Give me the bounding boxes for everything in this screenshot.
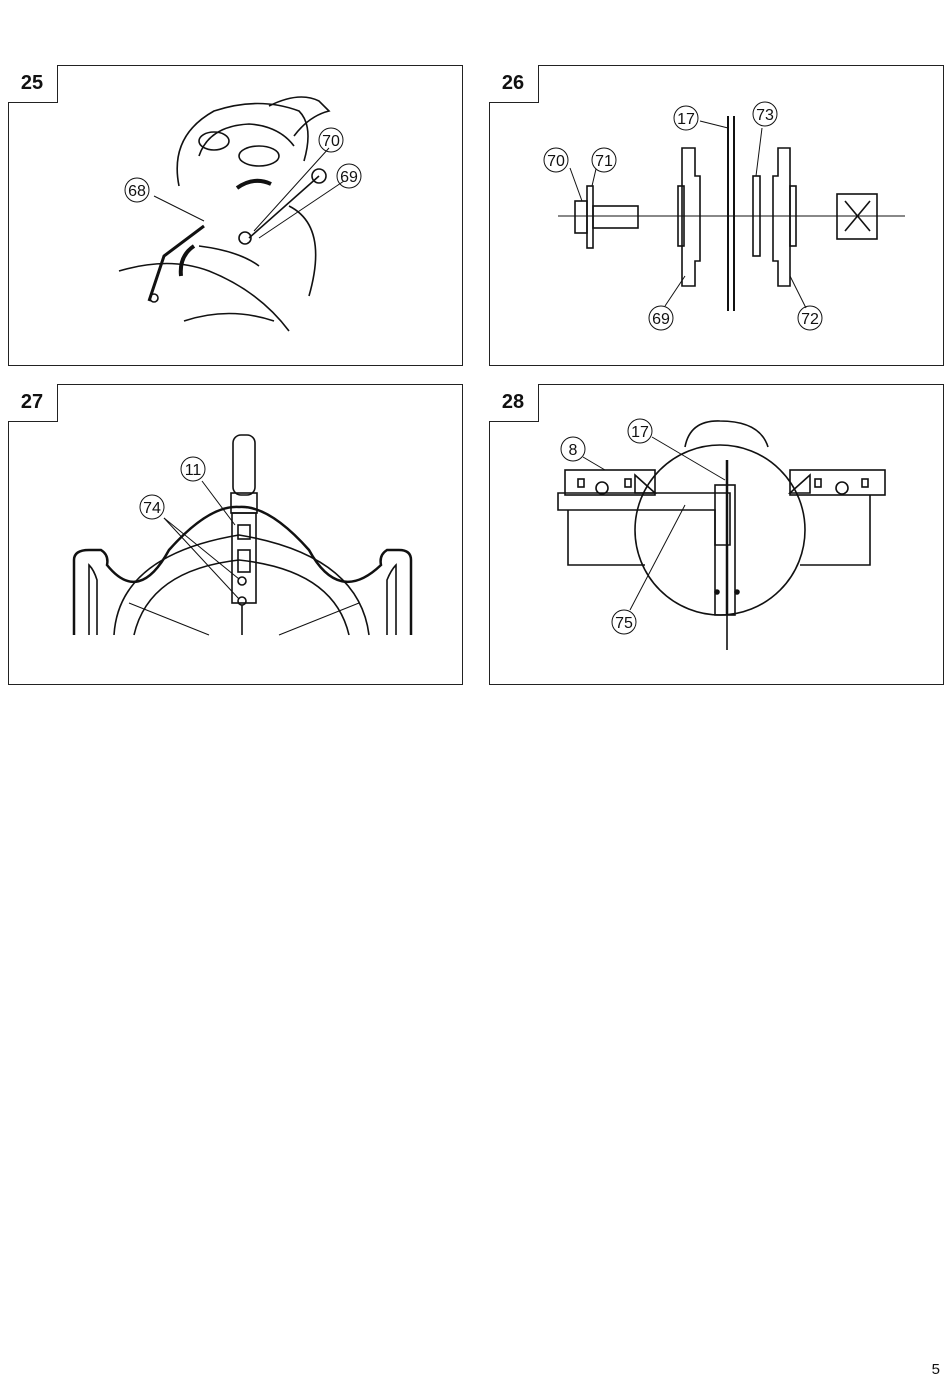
- callout-label: 69: [652, 311, 670, 328]
- callout-label: 72: [801, 311, 819, 328]
- callout-label: 70: [322, 133, 340, 150]
- callout-label: 8: [569, 442, 578, 459]
- callout-label: 69: [340, 169, 358, 186]
- figure-26-illustration: 70 71 17 73 69 72: [490, 66, 945, 367]
- callout-label: 74: [143, 500, 161, 517]
- page-number: 5: [932, 1361, 940, 1378]
- figure-26: 26 70 71 1: [489, 65, 944, 366]
- callout-label: 17: [677, 111, 695, 128]
- svg-text:70: 70: [322, 133, 340, 150]
- figure-25: 25 68 70: [8, 65, 463, 366]
- callout-label: 75: [615, 615, 633, 632]
- callout-label: 11: [185, 462, 202, 479]
- callout-label: 73: [756, 107, 774, 124]
- figure-28-illustration: 8 17 75: [490, 385, 945, 686]
- svg-text:69: 69: [340, 169, 358, 186]
- figure-28: 28 8 17 75: [489, 384, 944, 685]
- figure-27-illustration: 11 74: [9, 385, 464, 686]
- figure-27: 27 11 74: [8, 384, 463, 685]
- callout-label: 71: [595, 153, 613, 170]
- callout-label: 70: [547, 153, 565, 170]
- figure-25-illustration: 68 70 69: [9, 66, 464, 367]
- callout-label: 17: [631, 424, 649, 441]
- callout-label: 68: [128, 183, 146, 200]
- svg-text:68: 68: [128, 183, 146, 200]
